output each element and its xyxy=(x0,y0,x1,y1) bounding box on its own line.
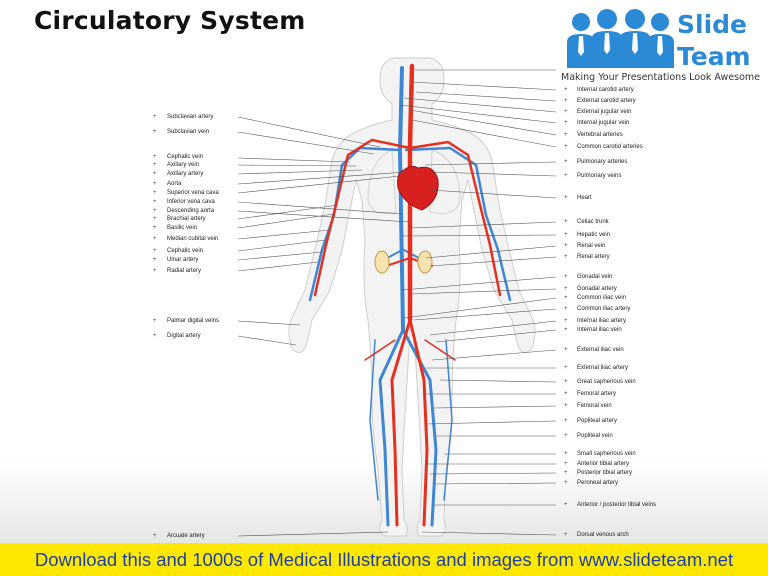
footer-download-link[interactable]: Download this and 1000s of Medical Illus… xyxy=(34,549,734,570)
label-pulmonary-veins: +Pulmonary veins xyxy=(564,173,622,179)
label-peroneal-artery: +Peroneal artery xyxy=(564,480,619,486)
circulatory-system-diagram xyxy=(237,57,557,537)
label-pulmonary-arteries: +Pulmonary arteries xyxy=(564,159,628,165)
right-leader-lines xyxy=(399,69,557,536)
arteries xyxy=(313,63,502,527)
people-group-icon xyxy=(567,9,674,68)
veins xyxy=(308,66,512,527)
slideteam-logo: Slide Team Making Your Presentations Loo… xyxy=(559,8,765,86)
label-axillary-artery: +Axillary artery xyxy=(153,171,204,177)
label-axillary-vein: +Axillary vein xyxy=(153,162,200,168)
label-inferior-vena-cava: +Inferior vena cava xyxy=(153,199,215,205)
label-palmar-digital-veins: +Palmar digital veins xyxy=(153,318,220,324)
label-aorta: +Aorta xyxy=(153,181,182,187)
label-renal-artery: +Renal artery xyxy=(564,254,610,260)
label-femoral-artery: +Femoral artery xyxy=(564,391,617,397)
label-posterior-tibial-artery: +Posterior tibial artery xyxy=(564,470,633,476)
label-gonadal-artery: +Gonadal artery xyxy=(564,286,617,292)
label-cephalic-vein-lower: +Cephalic vein xyxy=(153,248,204,254)
label-external-iliac-vein: +External iliac vein xyxy=(564,347,624,353)
label-subclavian-vein: +Subclavian vein xyxy=(153,129,210,135)
label-basilic-vein: +Basilic vein xyxy=(153,225,198,231)
label-superior-vena-cava: +Superior vena cava xyxy=(153,190,219,196)
label-heart: +Heart xyxy=(564,195,592,201)
lungs xyxy=(367,149,461,215)
label-external-jugular-vein: +External jugular vein xyxy=(564,109,632,115)
logo-brand-team: Team xyxy=(677,42,751,71)
logo-brand-slide: Slide xyxy=(677,10,747,39)
label-great-saphenous-vein: +Great saphenous vein xyxy=(564,379,636,385)
label-common-iliac-artery: +Common iliac artery xyxy=(564,306,631,312)
label-subclavian-artery: +Subclavian artery xyxy=(153,114,214,120)
label-digital-artery: +Digital artery xyxy=(153,333,201,339)
label-small-saphenous-vein: +Small saphenous vein xyxy=(564,451,636,457)
label-common-carotid-arteries: +Common carotid arteries xyxy=(564,144,643,150)
label-internal-iliac-vein: +Internal iliac vein xyxy=(564,327,622,333)
label-femoral-vein: +Femoral vein xyxy=(564,403,612,409)
label-cephalic-vein-upper: +Cephalic vein xyxy=(153,154,204,160)
label-arcuate-artery: +Arcuate artery xyxy=(153,533,205,539)
label-brachial-artery: +Brachial artery xyxy=(153,216,206,222)
label-radial-artery: +Radial artery xyxy=(153,268,202,274)
label-dorsal-venous-arch: +Dorsal venous arch xyxy=(564,532,629,538)
footer-banner: Download this and 1000s of Medical Illus… xyxy=(0,543,768,576)
label-external-carotid-artery: +External carotid artery xyxy=(564,98,636,104)
slide-title: Circulatory System xyxy=(34,6,306,35)
label-descending-aorta: +Descending aorta xyxy=(153,208,215,214)
label-external-iliac-artery: +External iliac artery xyxy=(564,365,629,371)
label-vertebral-arteries: +Vertebral arteries xyxy=(564,132,623,138)
kidneys xyxy=(374,250,433,274)
label-popliteal-vein: +Popliteal vein xyxy=(564,433,613,439)
label-anterior-posterior-tibial-veins: +Anterior / posterior tibial veins xyxy=(564,502,657,508)
heart xyxy=(397,165,439,211)
label-anterior-tibial-artery: +Anterior tibial artery xyxy=(564,461,630,467)
label-celiac-trunk: +Celiac trunk xyxy=(564,219,609,225)
label-popliteal-artery: +Popliteal artery xyxy=(564,418,618,424)
label-gonadal-vein: +Gonadal vein xyxy=(564,274,613,280)
label-hepatic-vein: +Hepatic vein xyxy=(564,232,611,238)
label-ulnar-artery: +Ulnar artery xyxy=(153,257,199,263)
label-median-cubital-vein: +Median cubital vein xyxy=(153,236,219,242)
logo-tagline: Making Your Presentations Look Awesome xyxy=(561,72,761,83)
label-internal-jugular-vein: +Internal jugular vein xyxy=(564,120,630,126)
label-internal-iliac-artery: +Internal iliac artery xyxy=(564,318,627,324)
label-common-iliac-vein: +Common iliac vein xyxy=(564,295,627,301)
left-leader-lines xyxy=(237,116,411,537)
label-internal-carotid-artery: +Internal carotid artery xyxy=(564,87,634,93)
label-renal-vein: +Renal vein xyxy=(564,243,606,249)
